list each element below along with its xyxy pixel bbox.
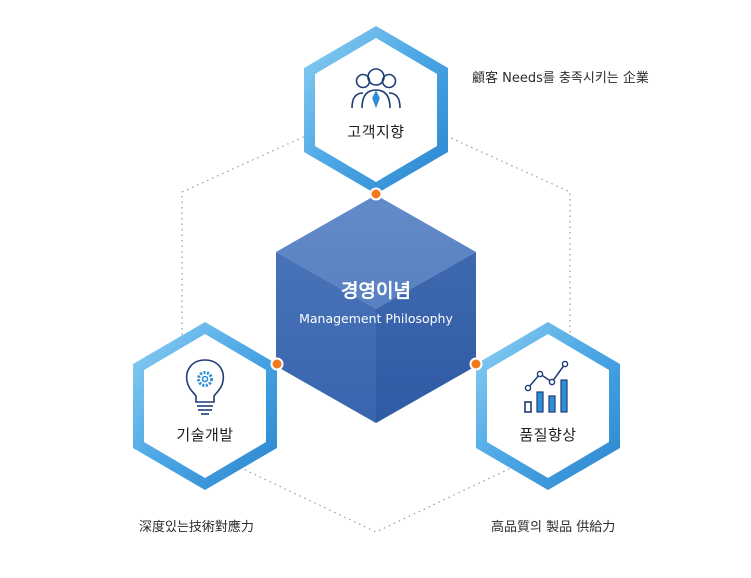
caption-left: 深度있는技術對應力 <box>139 520 254 535</box>
growth-chart-icon <box>524 360 569 413</box>
center-title: 경영이념 <box>341 280 411 302</box>
lightbulb-gear-icon <box>185 359 225 415</box>
caption-top: 顧客 Needs를 충족시키는 企業 <box>472 71 649 86</box>
customers-icon <box>351 68 401 109</box>
caption-right: 高品質의 製品 供給力 <box>491 520 616 535</box>
hex-right <box>476 322 620 490</box>
connector-dots <box>270 187 483 371</box>
node-title-left: 기술개발 <box>176 426 234 444</box>
center-subtitle: Management Philosophy <box>299 311 453 326</box>
center-cube <box>276 195 476 423</box>
hex-top <box>304 26 448 194</box>
node-title-top: 고객지향 <box>347 123 405 141</box>
node-title-right: 품질향상 <box>519 426 577 444</box>
